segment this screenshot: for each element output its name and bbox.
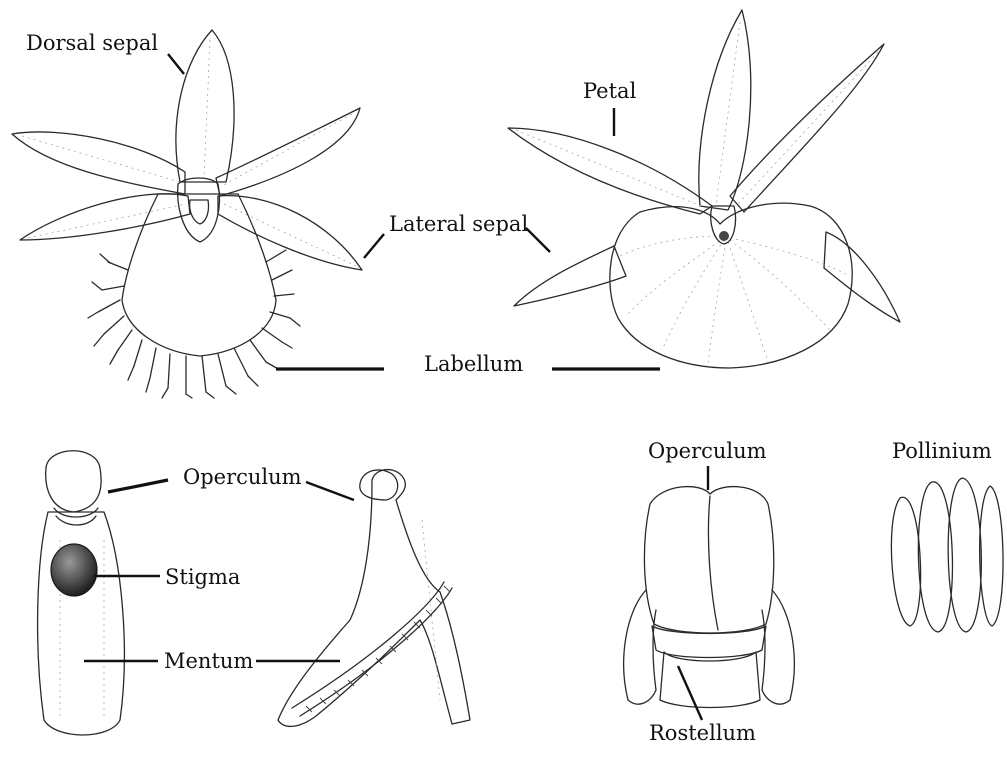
label-stigma: Stigma	[165, 565, 240, 589]
petal-shape	[508, 128, 712, 214]
label-pollinium: Pollinium	[892, 439, 992, 463]
column-operculum-shape	[46, 451, 101, 512]
pollinium-detail	[891, 478, 1003, 632]
labellum-veins	[620, 236, 846, 364]
label-operculum-right: Operculum	[648, 439, 767, 463]
flower-labellum-view	[508, 10, 900, 368]
rostellum-shape	[660, 652, 760, 708]
label-operculum-left: Operculum	[183, 465, 302, 489]
right-petal-shape	[730, 44, 884, 212]
rounded-labellum-shape	[610, 203, 852, 368]
label-dorsal-sepal: Dorsal sepal	[26, 31, 158, 55]
left-lower-sepal-shape	[20, 194, 190, 240]
column-side-shape	[278, 470, 470, 727]
label-rostellum: Rostellum	[649, 721, 756, 745]
dorsal-sepal-shape	[176, 30, 234, 182]
flower-front-view	[12, 30, 362, 398]
stigma-shape	[51, 544, 97, 596]
column-side-view	[278, 470, 470, 727]
column-shape	[178, 178, 220, 242]
label-petal: Petal	[583, 79, 637, 103]
center-petal-shape	[699, 10, 751, 210]
lateral-sepal-shape	[218, 196, 362, 270]
fringed-labellum-shape	[122, 194, 276, 356]
left-upper-sepal-shape	[12, 132, 185, 194]
operculum-side-shape	[360, 470, 398, 500]
right-upper-sepal-shape	[216, 108, 360, 196]
labellum-fringe	[88, 250, 300, 398]
label-lateral-sepal: Lateral sepal	[389, 212, 528, 236]
anther-detail	[624, 487, 795, 708]
label-mentum: Mentum	[164, 649, 253, 673]
label-labellum: Labellum	[424, 352, 523, 376]
leader-lines	[84, 54, 708, 720]
right-lateral-sepal-shape	[824, 232, 900, 322]
column-front-view	[38, 451, 125, 735]
